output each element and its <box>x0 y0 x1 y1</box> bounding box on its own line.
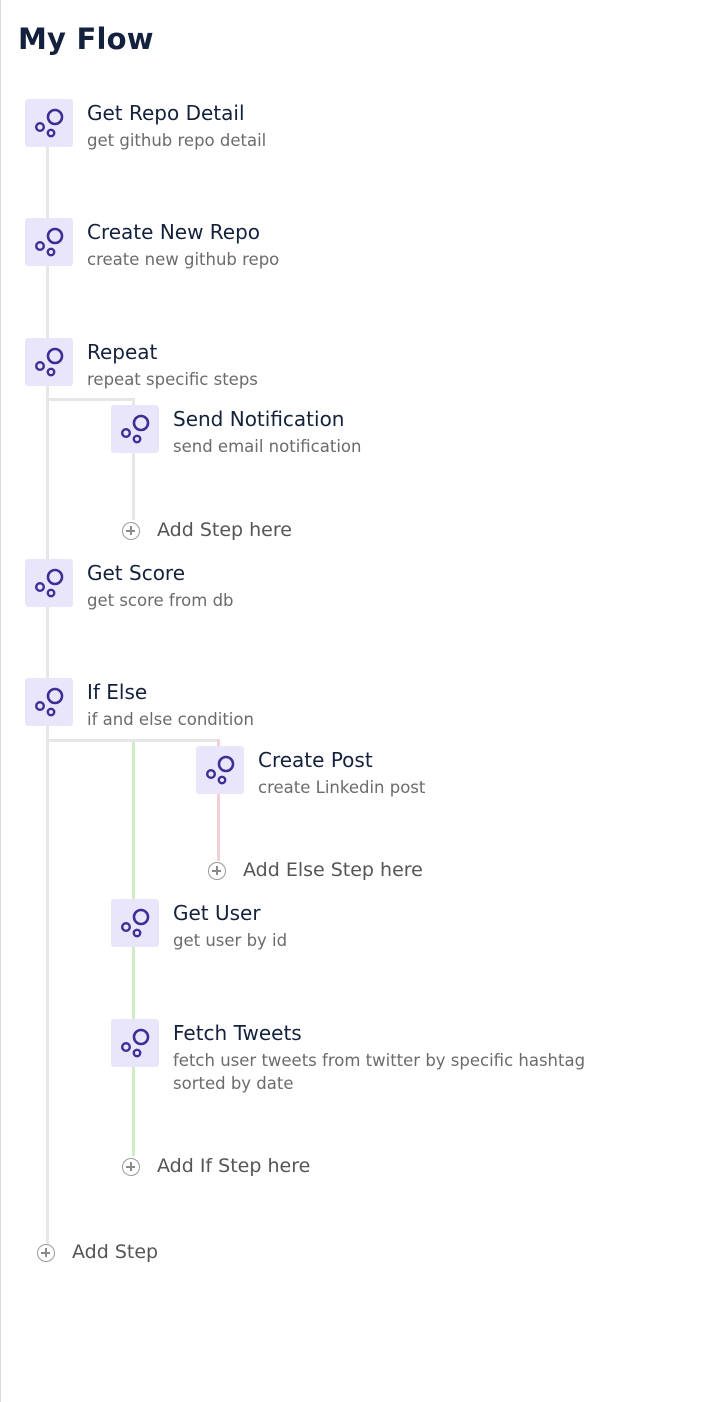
step-name: Get Score <box>87 561 186 585</box>
if-else-connector-h <box>48 739 220 742</box>
page-title: My Flow <box>18 22 154 56</box>
step-description: create new github repo <box>87 250 280 269</box>
bubbles-icon <box>111 1019 159 1067</box>
bubbles-icon <box>111 405 159 453</box>
plus-circle-icon <box>122 1158 140 1176</box>
plus-circle-icon <box>122 522 140 540</box>
plus-circle-icon <box>37 1244 55 1262</box>
step-description: send email notification <box>173 437 362 456</box>
add-step-label: Add Step here <box>157 519 292 541</box>
step-name: If Else <box>87 680 148 704</box>
step-name: Repeat <box>87 340 158 364</box>
step-description: repeat specific steps <box>87 370 258 389</box>
step-description: fetch user tweets from twitter by specif… <box>173 1051 586 1093</box>
repeat-branch-connector-h <box>48 398 135 401</box>
repeat-branch-connector-v <box>132 398 135 520</box>
bubbles-icon <box>25 338 73 386</box>
step-description: get user by id <box>173 931 288 950</box>
step-name: Get Repo Detail <box>87 101 245 125</box>
step-description: if and else condition <box>87 710 254 729</box>
step-name: Create New Repo <box>87 220 261 244</box>
add-step-label: Add Step <box>72 1241 159 1263</box>
panel-border <box>0 0 1 1402</box>
bubbles-icon <box>111 899 159 947</box>
bubbles-icon <box>25 559 73 607</box>
add-else-step-label: Add Else Step here <box>243 859 423 881</box>
step-description: get github repo detail <box>87 131 267 150</box>
bubbles-icon <box>25 678 73 726</box>
bubbles-icon <box>25 99 73 147</box>
step-name: Get User <box>173 901 261 925</box>
plus-circle-icon <box>208 862 226 880</box>
bubbles-icon <box>25 218 73 266</box>
step-name: Create Post <box>258 748 373 772</box>
step-description: get score from db <box>87 591 234 610</box>
if-branch-connector <box>132 742 135 1156</box>
step-name: Send Notification <box>173 407 345 431</box>
step-name: Fetch Tweets <box>173 1021 302 1045</box>
else-branch-connector <box>217 739 220 861</box>
bubbles-icon <box>196 746 244 794</box>
add-if-step-label: Add If Step here <box>157 1155 311 1177</box>
step-description: create Linkedin post <box>258 778 426 797</box>
